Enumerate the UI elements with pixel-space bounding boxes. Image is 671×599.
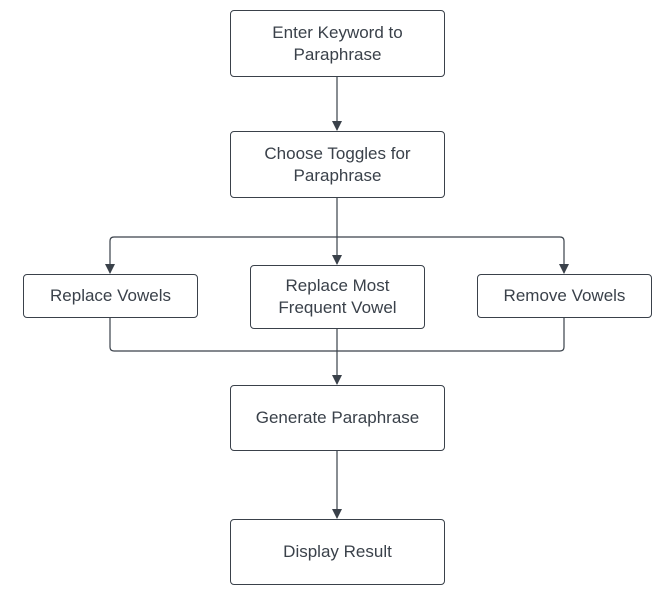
node-enter-keyword-line-1: Enter Keyword to xyxy=(272,22,403,42)
connector-merge-left xyxy=(109,317,337,352)
node-replace-most-frequent-line-2: Frequent Vowel xyxy=(278,298,397,317)
node-generate-paraphrase-line-1: Generate Paraphrase xyxy=(255,408,420,427)
node-choose-toggles: Choose Toggles for Paraphrase xyxy=(230,131,445,198)
node-enter-keyword: Enter Keyword to Paraphrase xyxy=(230,10,445,77)
node-replace-most-frequent-vowel: Replace Most Frequent Vowel xyxy=(250,265,425,329)
connector-split-left xyxy=(105,236,337,274)
node-display-result-line-1: Display Result xyxy=(283,542,392,561)
node-replace-vowels-line-1: Replace Vowels xyxy=(50,286,171,305)
node-remove-vowels-line-1: Remove Vowels xyxy=(503,286,626,305)
node-choose-toggles-line-2: Paraphrase xyxy=(293,165,382,185)
node-replace-most-frequent-line-1: Replace Most xyxy=(285,276,390,295)
node-generate-paraphrase: Generate Paraphrase xyxy=(230,385,445,451)
node-display-result: Display Result xyxy=(230,519,445,585)
node-choose-toggles-line-1: Choose Toggles for xyxy=(264,143,411,163)
node-enter-keyword-line-2: Paraphrase xyxy=(293,44,382,64)
node-replace-vowels: Replace Vowels xyxy=(23,274,198,318)
connector-merge-right xyxy=(337,317,565,352)
node-remove-vowels: Remove Vowels xyxy=(477,274,652,318)
connector-split-right xyxy=(337,236,569,274)
